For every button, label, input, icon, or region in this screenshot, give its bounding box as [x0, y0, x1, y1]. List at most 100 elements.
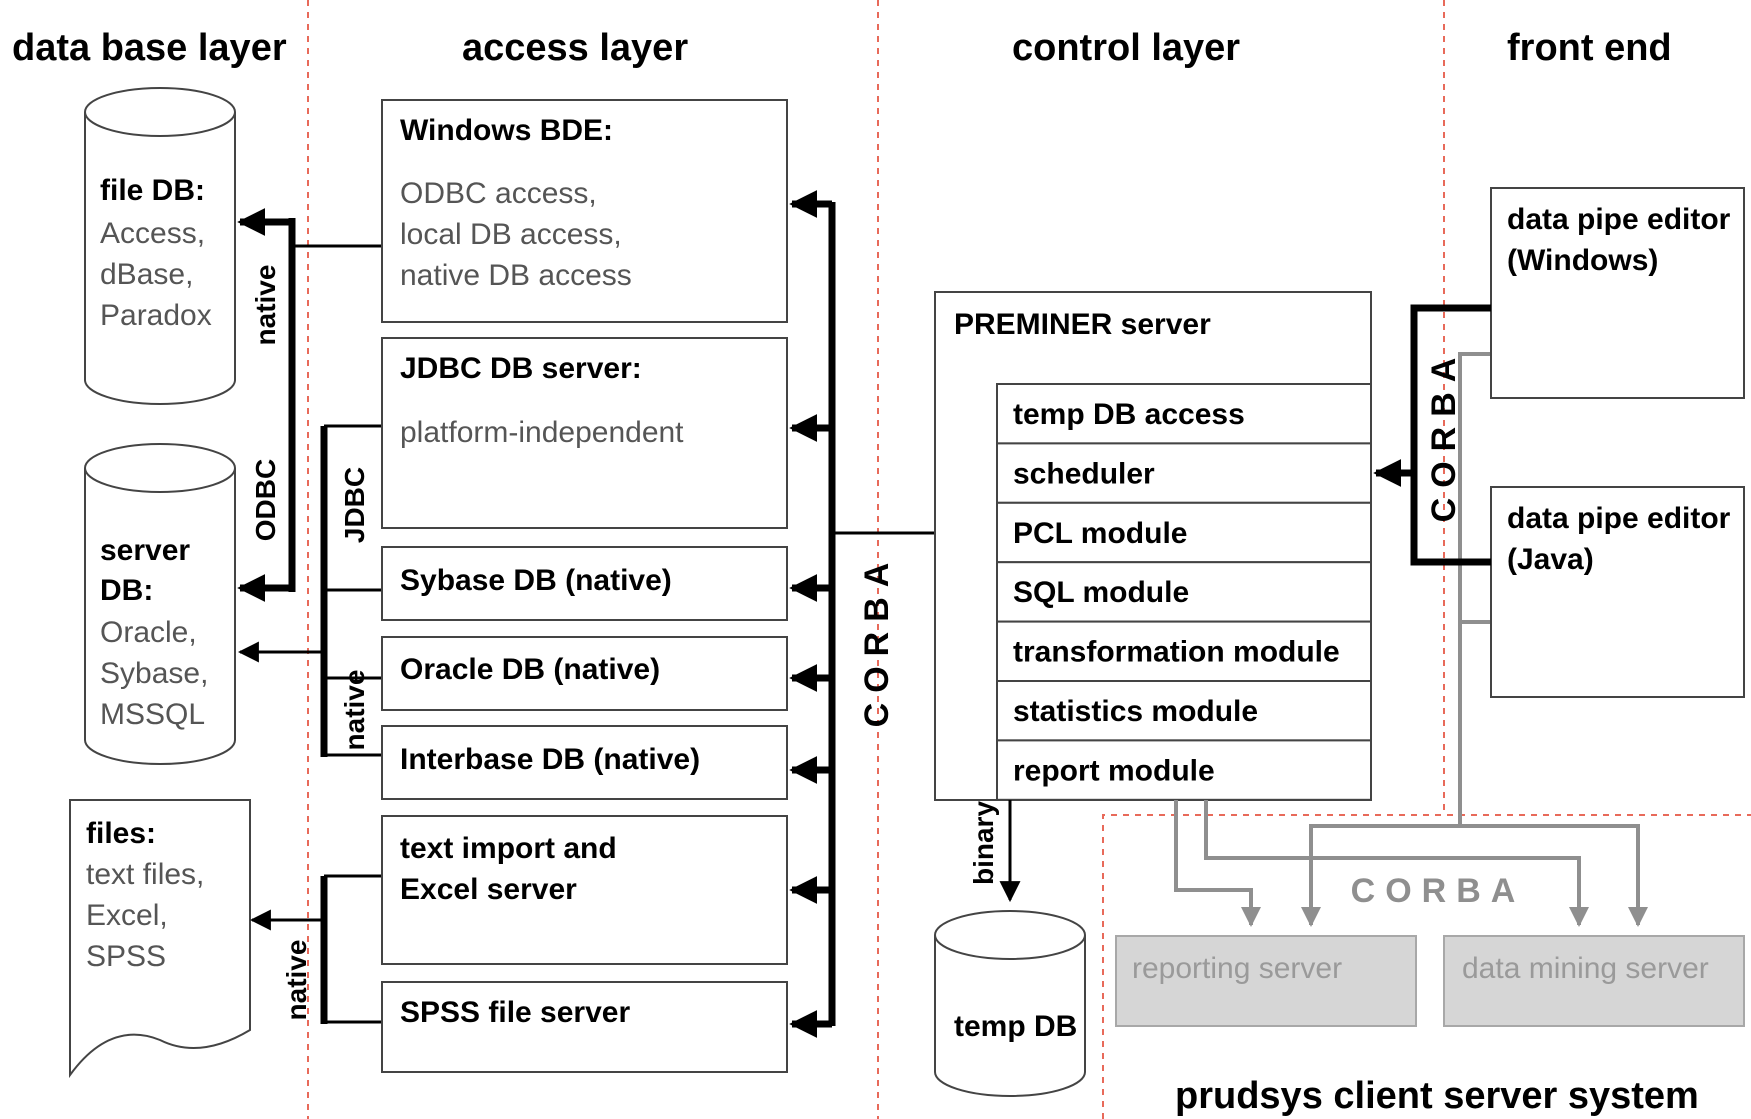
- files-document-shape: [69, 799, 251, 1079]
- text-import-box: [381, 815, 788, 965]
- server-db-line: MSSQL: [100, 698, 205, 731]
- access-box-interbase: Interbase DB (native): [381, 725, 788, 800]
- odbc-native-connector: native ODBC: [237, 208, 382, 602]
- jdbc-native-connector: JDBC native: [237, 424, 382, 757]
- java-editor-line: data pipe editor: [1507, 502, 1731, 535]
- bde-title: Windows BDE:: [400, 114, 613, 147]
- sybase-label: Sybase DB (native): [400, 564, 672, 597]
- text-import-line: Excel server: [400, 873, 577, 906]
- bde-box: [381, 99, 788, 323]
- java-editor-box: [1490, 486, 1745, 698]
- windows-editor-box: [1490, 187, 1745, 399]
- frontend-java-editor: data pipe editor (Java): [1490, 486, 1745, 698]
- bde-line: native DB access: [400, 259, 632, 292]
- module-label: PCL module: [1013, 517, 1187, 550]
- windows-editor-line: data pipe editor: [1507, 203, 1731, 236]
- access-box-bde: Windows BDE: ODBC access, local DB acces…: [381, 99, 788, 323]
- files-line: text files,: [86, 858, 204, 891]
- file-db-cylinder: file DB: Access, dBase, Paradox: [84, 87, 236, 405]
- module-row: [996, 739, 1372, 801]
- reporting-server: reporting server: [1115, 935, 1417, 1027]
- server-db-top: [84, 443, 236, 493]
- header-front-end: front end: [1507, 27, 1672, 69]
- module-row: [996, 680, 1372, 742]
- access-box-jdbc: JDBC DB server: platform-independent: [381, 337, 788, 529]
- temp-db-label: temp DB: [954, 1010, 1077, 1043]
- server-db-cylinder: server DB: Oracle, Sybase, MSSQL: [84, 443, 236, 765]
- jdbc-title: JDBC DB server:: [400, 352, 642, 385]
- label-jdbc: JDBC: [339, 467, 370, 543]
- files-native-connector: native: [249, 874, 382, 1024]
- module-label: scheduler: [1013, 457, 1155, 490]
- label-corba-servers: CORBA: [1351, 872, 1526, 910]
- file-db-line: Paradox: [100, 299, 212, 332]
- bde-line: ODBC access,: [400, 177, 597, 210]
- interbase-box: [381, 725, 788, 800]
- label-native: native: [250, 265, 281, 346]
- bde-line: local DB access,: [400, 218, 622, 251]
- server-db-body: [84, 468, 236, 765]
- access-box-oracle: Oracle DB (native): [381, 636, 788, 711]
- oracle-box: [381, 636, 788, 711]
- reporting-server-label: reporting server: [1132, 952, 1342, 985]
- data-mining-server-box: [1443, 935, 1745, 1027]
- java-editor-line: (Java): [1507, 543, 1594, 576]
- module-label: transformation module: [1013, 636, 1340, 669]
- oracle-label: Oracle DB (native): [400, 653, 660, 686]
- data-mining-server: data mining server: [1443, 935, 1745, 1027]
- file-db-top: [84, 87, 236, 137]
- link-editor-to-data-mining: [1460, 824, 1648, 927]
- temp-db-top: [934, 910, 1086, 960]
- corba-bus: CORBA: [789, 190, 935, 1038]
- files-line: Excel,: [86, 899, 168, 932]
- module-row: [996, 383, 1372, 445]
- file-db-title: file DB:: [100, 174, 205, 207]
- label-odbc: ODBC: [250, 459, 281, 541]
- files-title: files:: [86, 817, 156, 850]
- module-label: temp DB access: [1013, 398, 1245, 431]
- temp-db-cylinder: temp DB: [934, 910, 1086, 1097]
- sybase-box: [381, 546, 788, 621]
- access-box-spss: SPSS file server: [381, 981, 788, 1073]
- access-box-sybase: Sybase DB (native): [381, 546, 788, 621]
- spss-label: SPSS file server: [400, 996, 630, 1029]
- binary-connector: binary: [968, 800, 1021, 903]
- label-corba-main: CORBA: [858, 553, 896, 728]
- server-db-title: server: [100, 534, 190, 567]
- reporting-server-box: [1115, 935, 1417, 1027]
- files-document: files: text files, Excel, SPSS: [69, 799, 251, 1079]
- module-label: SQL module: [1013, 576, 1189, 609]
- layer-separators: [307, 0, 1751, 1119]
- server-db-title: DB:: [100, 574, 153, 607]
- label-binary: binary: [968, 801, 999, 885]
- files-line: SPSS: [86, 940, 166, 973]
- preminer-server: PREMINER server temp DB accessschedulerP…: [934, 291, 1372, 801]
- module-label: statistics module: [1013, 695, 1258, 728]
- server-db-line: Oracle,: [100, 616, 197, 649]
- file-db-line: dBase,: [100, 258, 193, 291]
- module-label: report module: [1013, 754, 1215, 787]
- frontend-corba-connector: CORBA: [1373, 304, 1491, 566]
- data-mining-server-label: data mining server: [1462, 952, 1709, 985]
- jdbc-box: [381, 337, 788, 529]
- label-native: native: [281, 940, 312, 1021]
- interbase-label: Interbase DB (native): [400, 743, 700, 776]
- client-server-caption: prudsys client server system: [1175, 1075, 1699, 1117]
- jdbc-line: platform-independent: [400, 416, 684, 449]
- client-server-links: CORBA: [1174, 352, 1648, 927]
- file-db-body: [84, 112, 236, 405]
- link-server-to-reporting: [1174, 800, 1261, 927]
- module-row: [996, 561, 1372, 623]
- label-corba-front: CORBA: [1425, 348, 1463, 523]
- link-server-to-data-mining: [1204, 800, 1589, 927]
- text-import-line: text import and: [400, 832, 617, 865]
- server-db-line: Sybase,: [100, 657, 208, 690]
- header-database-layer: data base layer: [12, 27, 287, 69]
- header-access-layer: access layer: [462, 27, 688, 69]
- label-native: native: [339, 670, 370, 751]
- client-server-boundary: [1102, 814, 1751, 1119]
- header-control-layer: control layer: [1012, 27, 1240, 69]
- windows-editor-line: (Windows): [1507, 244, 1658, 277]
